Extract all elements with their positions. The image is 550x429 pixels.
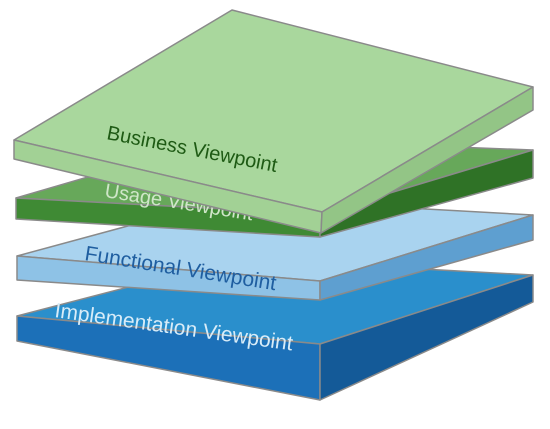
layer-implementation-right [319,274,534,401]
layer-business-right [320,86,534,234]
layer-business: Business Viewpoint [13,9,534,234]
layer-functional-right [319,214,534,301]
layer-implementation: Implementation Viewpoint [16,258,534,401]
layer-functional: Functional Viewpoint [16,197,534,301]
